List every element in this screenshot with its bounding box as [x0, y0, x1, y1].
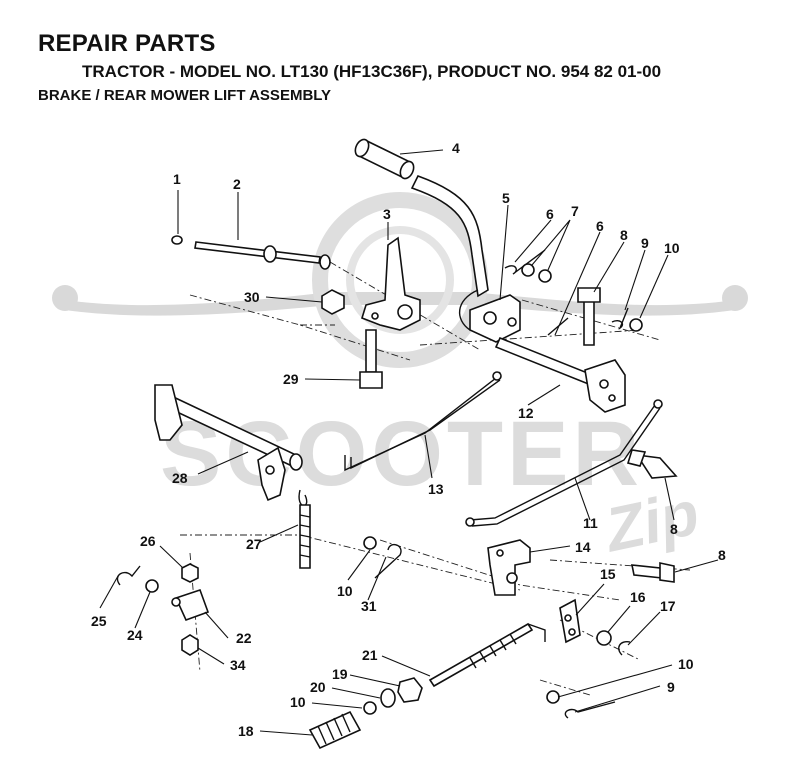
callout-28: 28	[172, 470, 188, 486]
callout-2: 2	[233, 176, 241, 192]
part-5-lift-handle	[410, 175, 521, 343]
part-34-nut	[181, 634, 199, 656]
callout-1: 1	[173, 171, 181, 187]
callouts: 1 2 3 4 5 6 7 6 8 9 10 30 29 12 28 13 11…	[91, 140, 726, 739]
callout-3: 3	[383, 206, 391, 222]
part-7-washer	[538, 269, 552, 283]
callout-9b: 9	[667, 679, 675, 695]
callout-11a: 11	[583, 515, 598, 531]
callout-13: 13	[428, 481, 444, 497]
part-24-washer	[145, 579, 159, 593]
part-12-lift-shaft	[494, 336, 626, 413]
part-8-bolt	[631, 562, 675, 583]
part-9-pin	[611, 307, 629, 330]
callout-14: 14	[575, 539, 591, 555]
callout-5: 5	[502, 190, 510, 206]
part-28-brake-shaft	[154, 384, 303, 502]
callout-7: 7	[571, 203, 579, 219]
callout-22: 22	[236, 630, 252, 646]
callout-10a: 10	[664, 240, 680, 256]
callout-20: 20	[310, 679, 326, 695]
leader-lines	[99, 149, 719, 736]
callout-8c: 8	[718, 547, 726, 563]
part-18-spring	[308, 710, 362, 750]
part-4-handle-grip	[354, 138, 415, 180]
callout-10b: 10	[337, 583, 353, 599]
callout-16: 16	[630, 589, 646, 605]
part-21-brake-rod	[428, 622, 546, 688]
callout-6b: 6	[596, 218, 604, 234]
part-3-bracket	[361, 236, 421, 331]
callout-8a: 8	[620, 227, 628, 243]
callout-6a: 6	[546, 206, 554, 222]
part-29-bolt	[359, 329, 383, 389]
part-19-nut	[397, 677, 423, 703]
part-26-nut	[181, 563, 199, 583]
callout-18: 18	[238, 723, 254, 739]
part-27-eyebolt	[298, 489, 311, 569]
callout-15: 15	[600, 566, 616, 582]
callout-19: 19	[332, 666, 348, 682]
callout-8b: 8	[670, 521, 678, 537]
part-6-clip	[504, 249, 546, 275]
part-8-bolt	[577, 287, 601, 346]
watermark-text: SCOOTER	[160, 403, 643, 505]
callout-26: 26	[140, 533, 156, 549]
part-9-pin	[564, 701, 616, 719]
callout-24: 24	[127, 627, 143, 643]
part-11-rod	[465, 399, 663, 527]
part-20-washer	[380, 688, 396, 708]
assembly-title: BRAKE / REAR MOWER LIFT ASSEMBLY	[38, 87, 332, 104]
callout-17: 17	[660, 598, 676, 614]
part-30-nut	[321, 289, 345, 315]
callout-21: 21	[362, 647, 378, 663]
part-31-clip	[374, 543, 402, 579]
callout-12: 12	[518, 405, 534, 421]
callout-30: 30	[244, 289, 260, 305]
callout-31: 31	[361, 598, 377, 614]
part-6-clip	[547, 317, 569, 336]
part-2-rod	[194, 241, 331, 270]
callout-27: 27	[246, 536, 262, 552]
part-25-clip	[116, 565, 141, 586]
callout-25: 25	[91, 613, 107, 629]
callout-10d: 10	[290, 694, 306, 710]
callout-9a: 9	[641, 235, 649, 251]
model-line: TRACTOR - MODEL NO. LT130 (HF13C36F), PR…	[82, 62, 662, 81]
callout-34: 34	[230, 657, 246, 673]
page-title: REPAIR PARTS	[38, 30, 216, 57]
part-1-pin	[171, 235, 183, 245]
part-10-washer	[546, 690, 560, 704]
part-10-washer	[363, 701, 377, 715]
callout-10c: 10	[678, 656, 694, 672]
part-17-clip	[618, 640, 631, 656]
part-16-washer	[596, 630, 612, 646]
part-7-washer	[521, 263, 535, 277]
part-8-bolt	[626, 449, 678, 479]
part-14-bracket	[487, 539, 531, 596]
part-22-trunnion	[171, 588, 210, 622]
part-13-rod	[344, 371, 502, 472]
callout-4: 4	[452, 140, 460, 156]
part-10-washer	[363, 536, 377, 550]
part-15-link	[559, 598, 581, 644]
callout-29: 29	[283, 371, 299, 387]
part-10-washer	[629, 318, 643, 332]
